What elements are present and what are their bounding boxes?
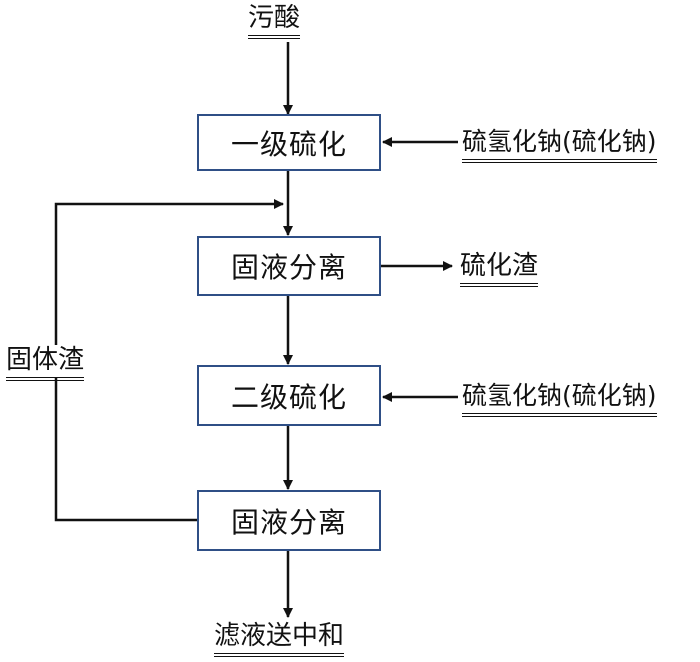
reagent-label-2: 硫氢化钠(硫化钠) <box>462 380 657 417</box>
output-label: 滤液送中和 <box>214 620 345 657</box>
reagent-label-1: 硫氢化钠(硫化钠) <box>462 126 657 163</box>
input-label: 污酸 <box>248 2 301 39</box>
step-separation-2: 固液分离 <box>197 490 381 551</box>
step-sulfidation-2: 二级硫化 <box>197 365 381 426</box>
recycle-loop-line <box>54 377 197 522</box>
byproduct-label: 硫化渣 <box>460 250 539 287</box>
step-separation-1: 固液分离 <box>197 236 381 296</box>
step-sulfidation-1: 一级硫化 <box>197 114 381 171</box>
recycle-label: 固体渣 <box>6 344 85 381</box>
recycle-loop-arrow <box>54 199 284 345</box>
